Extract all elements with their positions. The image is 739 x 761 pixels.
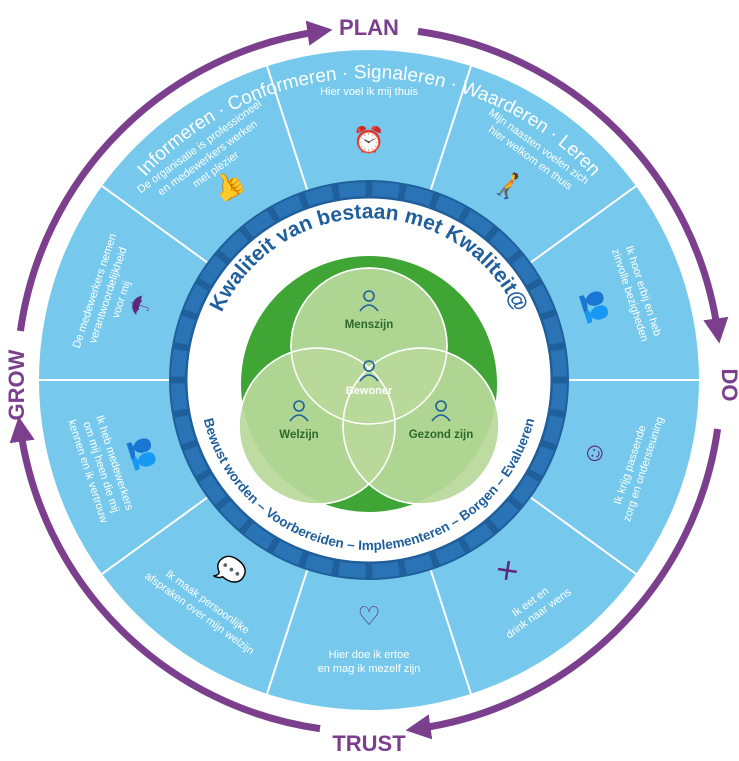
person-body xyxy=(289,414,309,422)
cycle-label-do: DO xyxy=(717,369,739,402)
segment-text-line: en mag ik mezelf zijn xyxy=(318,663,421,675)
person-body xyxy=(359,374,379,382)
ring-white-outline xyxy=(186,197,552,563)
segment-text-line: Hier doe ik ertoe xyxy=(329,649,410,661)
ring-tile xyxy=(171,349,188,377)
ring-tile xyxy=(338,561,366,578)
ring-tile xyxy=(511,255,539,286)
cycle-label-grow: GROW xyxy=(4,349,29,420)
segment-text-line: Hier voel ik mij thuis xyxy=(320,86,418,98)
ring-tile xyxy=(463,522,494,550)
ring-tile xyxy=(199,255,227,286)
segment-divider xyxy=(530,185,637,264)
person-icon xyxy=(359,360,379,382)
person-with-heart-icon: ♡ xyxy=(357,601,380,631)
person-icon xyxy=(289,400,309,422)
ring-tile xyxy=(338,182,366,199)
ring-tile xyxy=(489,500,519,530)
segment-divider xyxy=(101,496,208,575)
ring-tile xyxy=(199,474,227,505)
cycle-arrow-1 xyxy=(417,27,729,344)
cycle-arrows xyxy=(9,20,729,740)
venn-outline-left xyxy=(238,347,396,505)
ring-tile xyxy=(244,522,275,550)
ring-tile xyxy=(404,553,434,575)
person-head xyxy=(363,290,375,302)
ring-tile xyxy=(174,315,196,345)
ring-tile xyxy=(273,195,304,220)
ring-tile xyxy=(542,315,564,345)
venn-outline-top xyxy=(290,267,448,425)
segment-divider xyxy=(429,569,472,695)
ring-tile xyxy=(304,185,334,207)
ring-tile xyxy=(273,540,304,565)
ring-tile xyxy=(550,349,567,377)
ring-tile xyxy=(489,230,519,260)
cycle-label-plan: PLAN xyxy=(339,15,399,40)
ring-tile xyxy=(434,195,465,220)
segment-divider xyxy=(101,185,208,264)
venn-label-left: Welzijn xyxy=(279,429,318,441)
venn-label-top: Menszijn xyxy=(345,319,394,331)
cycle-arrow-3 xyxy=(9,416,321,733)
cuckoo-clock-icon: ⏰ xyxy=(353,124,385,155)
person-head xyxy=(293,400,305,412)
ring-tile xyxy=(542,415,564,445)
person-body xyxy=(359,304,379,312)
ring-tile xyxy=(463,210,494,238)
ring-tile xyxy=(174,415,196,445)
ring-tile xyxy=(529,284,554,315)
segment-divider xyxy=(266,569,309,695)
segment-6: Hier doe ik ertoe en mag ik mezelf zijn ♡ xyxy=(318,601,421,675)
cycle-arrow-4 xyxy=(16,20,333,332)
ring-tile xyxy=(184,445,209,476)
person-head xyxy=(435,400,447,412)
ring-tile xyxy=(529,445,554,476)
person-icon xyxy=(431,400,451,422)
person-body xyxy=(431,414,451,422)
ring-tile xyxy=(184,284,209,315)
venn-label-center: Bewoner xyxy=(346,385,393,397)
ring-tile xyxy=(404,185,434,207)
cycle-arrow-2 xyxy=(405,428,722,740)
ring-tile xyxy=(244,210,275,238)
ring-tile xyxy=(219,500,249,530)
segment-1: Hier voel ik mij thuis ⏰ xyxy=(320,86,418,155)
ring-tile xyxy=(434,540,465,565)
ring-tile xyxy=(550,383,567,411)
segment-divider xyxy=(530,496,637,575)
venn-circle-right xyxy=(342,347,500,505)
venn-outline-right xyxy=(342,347,500,505)
venn-label-right: Gezond zijn xyxy=(409,429,474,441)
ring-tile xyxy=(219,230,249,260)
person-icon xyxy=(359,290,379,312)
cycle-label-trust: TRUST xyxy=(332,731,406,756)
ring-tile xyxy=(171,383,188,411)
ring-tile xyxy=(372,182,400,199)
person-head xyxy=(363,360,375,372)
segment-divider xyxy=(266,65,309,191)
ring-tile xyxy=(304,553,334,575)
segment-divider xyxy=(429,65,472,191)
ring-tile xyxy=(511,474,539,505)
ring-tile xyxy=(372,561,400,578)
